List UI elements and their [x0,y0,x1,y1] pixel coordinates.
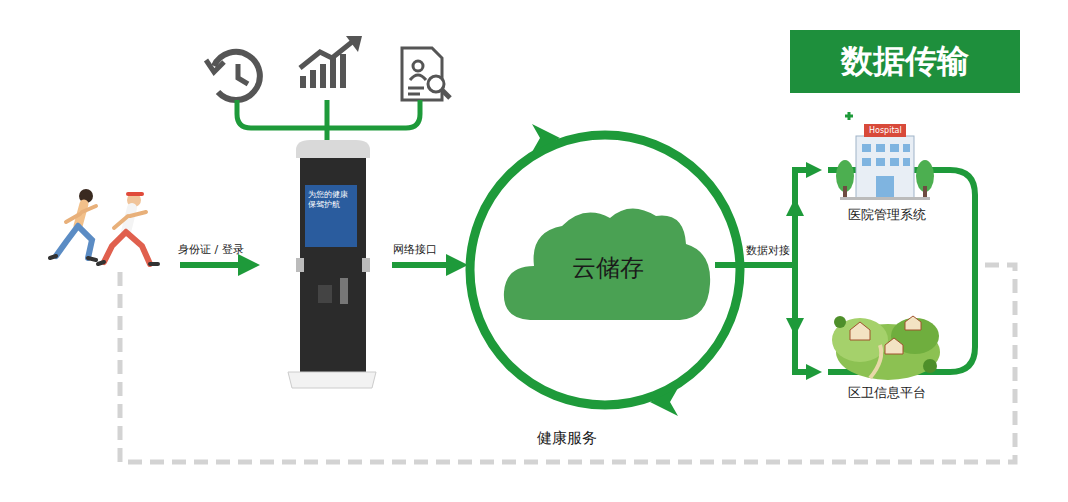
history-icon [206,52,260,100]
cloud-node: 云储存 [500,200,715,335]
village-icon [832,316,940,380]
sync-ring [470,135,740,405]
title-badge: 数据传输 [790,30,1020,93]
title: 数据传输 [841,40,969,84]
arrow-label: 网络接口 [393,243,437,256]
kiosk [288,140,376,388]
connector [715,265,806,372]
service-label: 健康服务 [533,429,601,447]
report-icon [402,48,450,100]
edge-label: 数据对接 [746,243,790,258]
runners [50,189,158,264]
chart-icon [300,36,362,88]
arrow-label: 身份证 / 登录 [178,243,244,256]
platform-node: 区卫信息平台 [822,300,952,402]
bracket [237,100,420,145]
screen-text: 为您的健康 保驾护航 [308,190,354,209]
node-label: 区卫信息平台 [822,384,952,402]
node-label: 医院管理系统 [822,206,952,224]
hospital-icon [836,112,934,200]
sign-text: Hospital [869,126,902,136]
connector [715,170,806,265]
platform-loop [828,170,975,372]
node-label: 云储存 [572,252,644,284]
